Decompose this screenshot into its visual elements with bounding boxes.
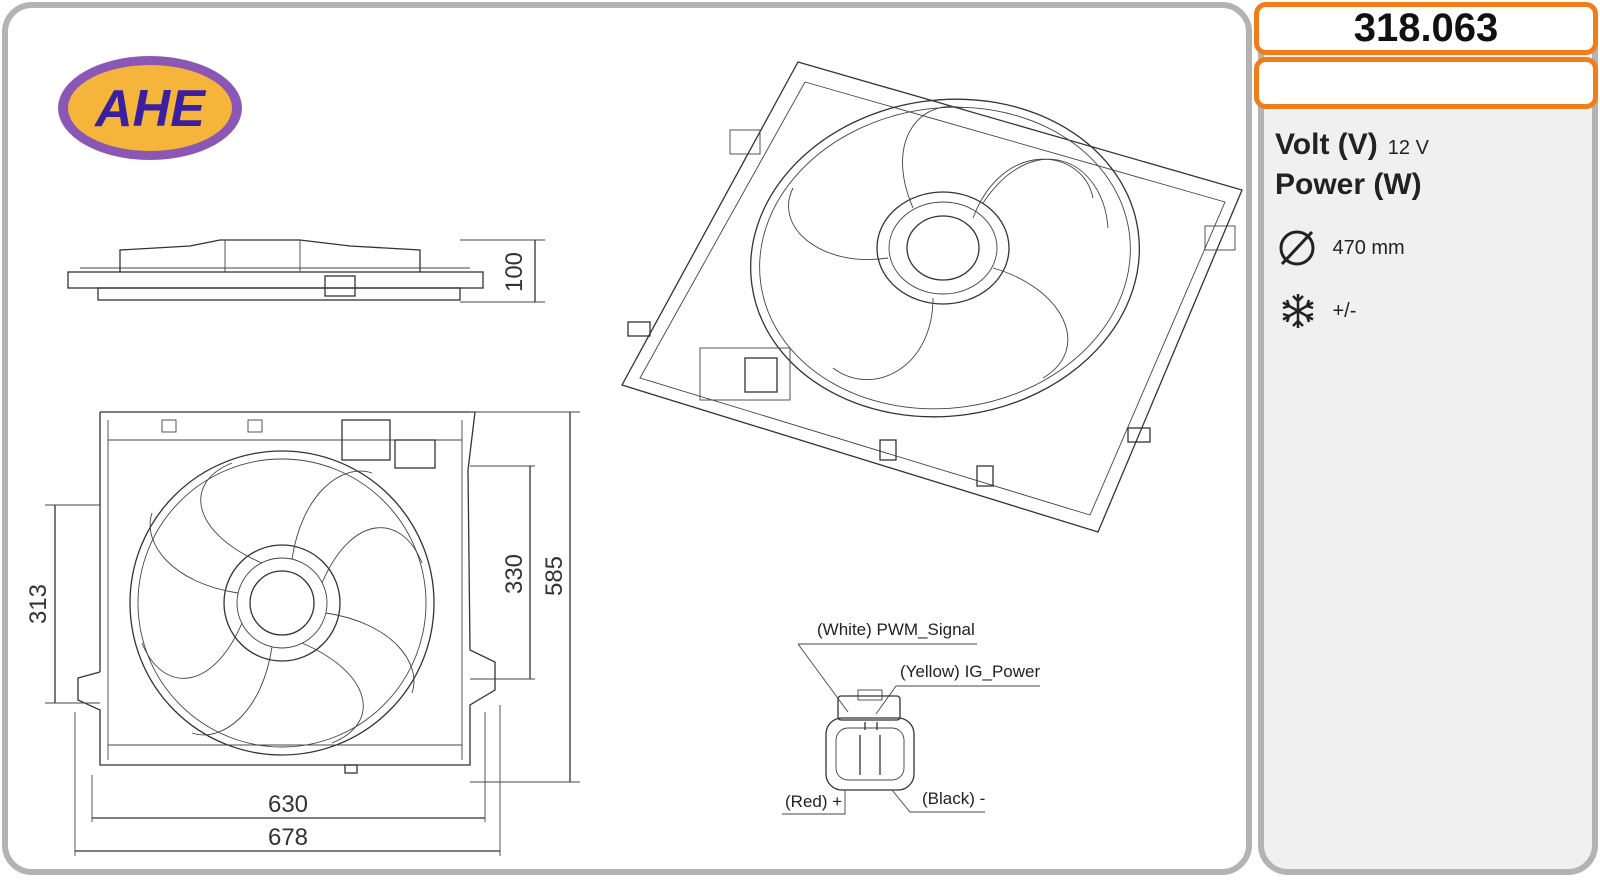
diameter-spec: 470 mm [1278,228,1405,268]
ahe-logo: AHE [58,56,242,160]
drawing-panel [2,2,1252,875]
pin-black-label: (Black) - [922,789,985,808]
dim-total-height: 585 [541,556,568,596]
isometric-view [621,61,1243,533]
technical-drawing: AHE 100 [25,56,1243,856]
dim-inner-width: 630 [268,791,308,818]
volt-value: 12 V [1387,137,1429,159]
side-view [67,239,545,303]
part-subtitle-box [1254,57,1598,109]
diameter-icon [1279,230,1315,266]
power-label: Power (W) [1275,168,1422,201]
pin-red-label: (Red) + [785,792,842,811]
volt-spec: Volt (V) 12 V [1275,128,1429,162]
dim-outer-width: 678 [268,824,308,851]
logo-text: AHE [93,80,206,138]
connector-diagram [782,643,1040,815]
power-spec: Power (W) [1275,168,1422,202]
snowflake-icon [1282,294,1314,328]
spec-panel [1258,2,1598,875]
rotation-value: +/- [1332,299,1357,322]
front-view [45,411,580,856]
part-number: 318.063 [1254,2,1598,55]
pin-ig-label: (Yellow) IG_Power [900,662,1040,681]
dim-shroud-height: 330 [501,554,528,594]
volt-label: Volt (V) [1275,128,1378,161]
diameter-value: 470 mm [1332,236,1405,259]
dim-left-height: 313 [25,584,52,624]
dim-side-height: 100 [501,252,528,292]
rotation-spec: +/- [1278,291,1356,331]
pin-pwm-label: (White) PWM_Signal [817,620,975,639]
